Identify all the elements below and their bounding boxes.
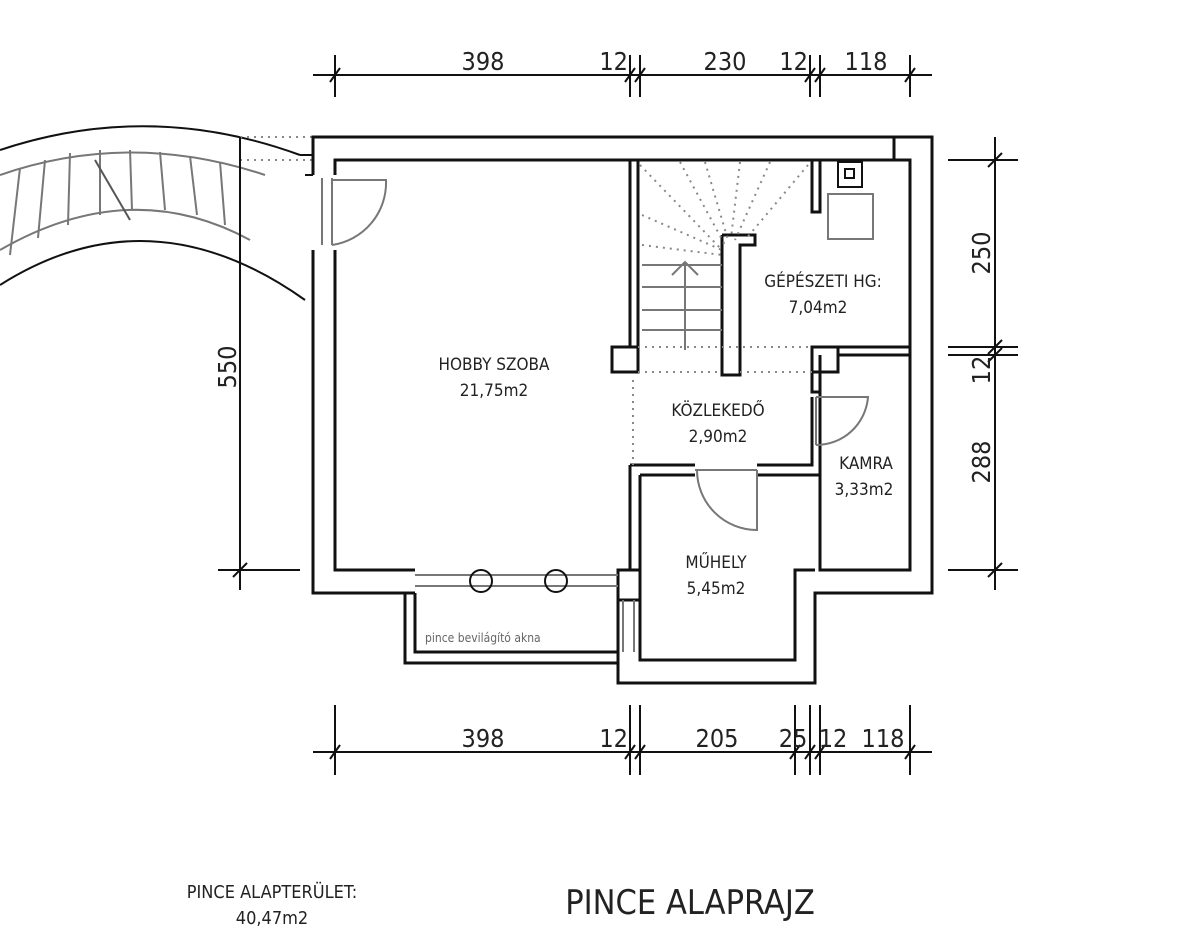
room-name-hobby: HOBBY SZOBA xyxy=(439,355,551,375)
room-area-kozlekedo: 2,90m2 xyxy=(689,427,748,447)
curved-stair xyxy=(0,125,313,301)
left-dim: 550 xyxy=(213,346,242,389)
bottom-dim-1: 398 xyxy=(462,724,505,753)
top-dim-2: 12 xyxy=(599,47,628,76)
top-dim-5: 118 xyxy=(845,47,888,76)
top-dim-4: 12 xyxy=(779,47,808,76)
bottom-dim-3: 205 xyxy=(696,724,739,753)
room-area-hobby: 21,75m2 xyxy=(460,381,528,401)
right-dim-2: 12 xyxy=(967,356,996,385)
bottom-dim-2: 12 xyxy=(599,724,628,753)
top-dim-1: 398 xyxy=(462,47,505,76)
right-dimension-line: 250 12 288 xyxy=(948,137,1018,590)
boiler-equipment xyxy=(827,161,874,240)
right-dim-3: 288 xyxy=(967,441,996,484)
summary-value: 40,47m2 xyxy=(236,908,308,929)
bottom-dimension-line: 398 12 205 25 12 118 xyxy=(313,705,932,775)
top-dim-3: 230 xyxy=(704,47,747,76)
interior-stair xyxy=(632,161,812,465)
summary-label: PINCE ALAPTERÜLET: xyxy=(187,881,358,903)
lightwell-window xyxy=(415,569,635,652)
room-name-muhely: MŰHELY xyxy=(685,551,747,573)
room-area-kamra: 3,33m2 xyxy=(835,480,894,500)
lightwell-label: pince bevilágító akna xyxy=(425,631,541,645)
top-dimension-line: 398 12 230 12 118 xyxy=(313,47,932,97)
room-name-gepeszeti: GÉPÉSZETI HG: xyxy=(764,270,881,292)
right-dim-1: 250 xyxy=(967,232,996,275)
plan-title: PINCE ALAPRAJZ xyxy=(565,883,815,923)
room-labels: HOBBY SZOBA 21,75m2 GÉPÉSZETI HG: 7,04m2… xyxy=(425,270,893,645)
doors xyxy=(321,178,870,532)
bottom-dim-4: 25 xyxy=(779,724,808,753)
room-name-kozlekedo: KÖZLEKEDŐ xyxy=(671,399,764,421)
left-dimension-line: 550 xyxy=(213,137,300,590)
room-area-gepeszeti: 7,04m2 xyxy=(789,298,848,318)
bottom-dim-6: 118 xyxy=(862,724,905,753)
bottom-dim-5: 12 xyxy=(819,724,848,753)
room-area-muhely: 5,45m2 xyxy=(687,579,746,599)
room-name-kamra: KAMRA xyxy=(839,454,893,474)
walls xyxy=(311,135,934,685)
